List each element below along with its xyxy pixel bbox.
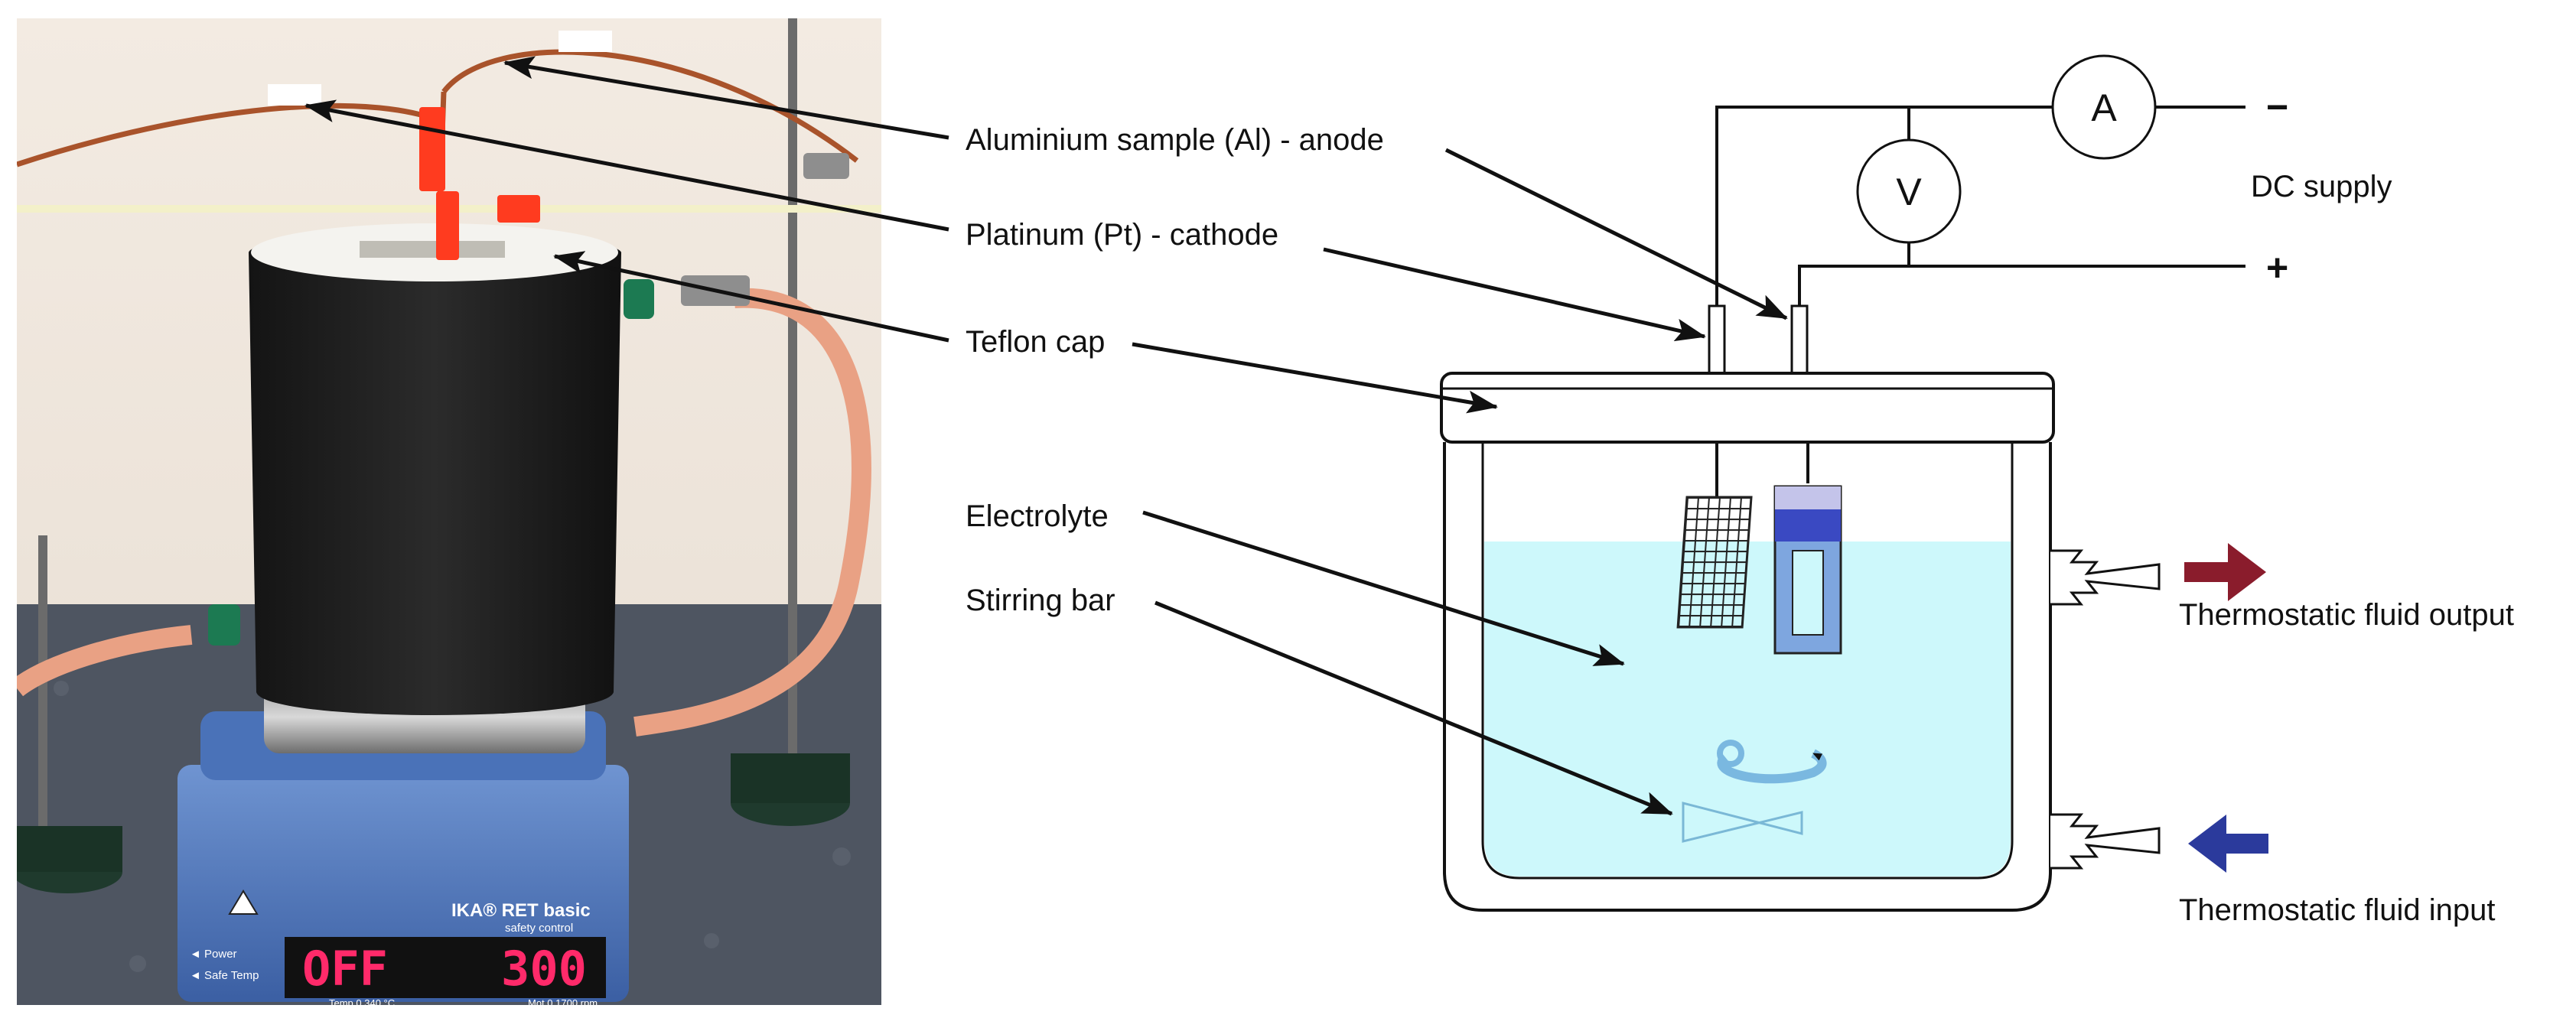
leader-stirring-bar [1154,600,1673,816]
leader-cathode-diagram [1323,247,1706,342]
aluminium-sample-top [1775,486,1841,509]
stirring-bar-callout: Stirring bar [966,584,1115,617]
stirrer-brand: IKA® RET basic [451,900,591,921]
stirrer-subtitle: safety control [505,922,573,935]
circuit-wire-top [1715,106,2053,320]
retort-rod-left [38,535,47,857]
aluminium-exposed-band [1775,509,1841,542]
leader-cap-diagram [1132,342,1498,414]
aluminium-window [1792,550,1824,636]
minus-terminal: − [2266,86,2288,128]
anode-rod [1708,304,1726,380]
teflon-cap [1440,372,2055,444]
ammeter [2051,54,2157,160]
voltmeter-label: V [1896,171,1922,213]
wire-label-tag [268,84,321,106]
power-button-label: ◄ Power [190,948,237,961]
wire-left [17,102,422,167]
green-fitting-top [624,279,654,319]
fluid-input-label: Thermostatic fluid input [2179,893,2496,927]
display-right-readout: 300 [501,941,587,997]
cathode-rod [1790,304,1809,380]
output-arrow [2184,543,2266,601]
leader-electrolyte [1142,510,1625,666]
temp-footer: Temp 0.340 °C [329,997,395,1009]
vessel-inner-wall [1481,442,2014,880]
motor-footer: Mot 0.1700 rpm [528,997,598,1009]
plus-terminal: + [2266,246,2288,289]
input-arrow [2188,815,2268,873]
safe-temp-button-label: ◄ Safe Temp [190,969,259,982]
stand-base-left-side [17,826,122,872]
fluid-output-label: Thermostatic fluid output [2179,598,2514,632]
leader-cap-photo [553,251,949,343]
red-clip-1 [419,107,445,191]
voltmeter [1856,138,1962,244]
inlet-barb [2050,813,2161,870]
ammeter-label: A [2091,86,2117,129]
leader-anode-diagram [1444,148,1788,320]
leader-cathode-photo [304,99,949,232]
hose-left [17,625,193,697]
stand-base-right-side [731,753,850,803]
insulation-jacket [249,235,621,715]
display-left-readout: OFF [302,941,388,997]
wire-right [441,49,859,163]
cap-slot [360,241,505,258]
apparatus-photo: OFF 300 IKA® RET basic safety control ◄ … [17,18,881,1009]
circuit-wire-bottom [1798,265,2245,320]
wire-label-tag-2 [559,31,612,52]
clamp-top [803,153,849,179]
warning-icon [228,890,259,915]
display-panel [285,937,606,998]
rotation-arrow [1717,749,1827,784]
leader-anode-photo [503,56,949,140]
cathode-callout: Platinum (Pt) - cathode [966,218,1278,252]
cell-schematic: A V − DC supply + [1440,54,2514,927]
stirring-bar [1682,802,1803,843]
green-fitting-bottom [208,604,240,646]
red-clip-3 [436,191,459,260]
outlet-barb [2050,549,2161,606]
callouts: Aluminium sample (Al) - anode Platinum (… [304,56,1788,816]
cap-callout: Teflon cap [966,325,1105,359]
platinum-mesh [1676,496,1753,629]
anode-callout: Aluminium sample (Al) - anode [966,123,1384,157]
electrolyte-callout: Electrolyte [966,499,1109,533]
hose-right [633,288,871,737]
dc-supply-label: DC supply [2251,170,2392,203]
red-clip-2 [497,195,540,223]
rotation-arrow-tail [1717,740,1744,767]
